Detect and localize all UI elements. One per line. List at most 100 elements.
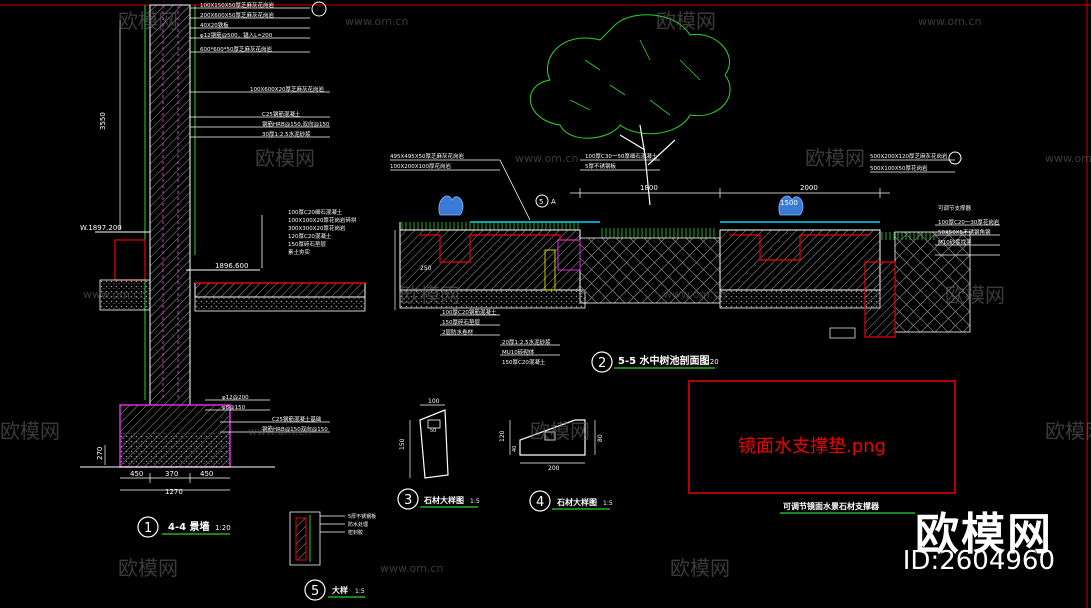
pool-note-r-3: 50X50X5不锈钢角钢 [938,228,991,236]
pool-marker-a-label: A [551,198,556,206]
watermark-brand: 欧模网 [805,146,865,170]
pool-dim-3: 2000 [800,184,818,192]
wall-note-4: φ12钢筋@500，锚入L=200 [200,31,273,39]
section4-title: 4-4 景墙 [168,520,210,533]
pool-dim-1: 250 [420,265,432,272]
section4-number: 1 [144,521,152,536]
pool-note-tm-1: 100厚C30一50厚细石混凝土 [585,152,658,160]
detail4-title: 石材大样图 [556,497,597,507]
wall-bottom-note-1: φ12@200 [222,395,249,401]
watermark-brand: 欧模网 [0,419,60,443]
small-tree-icon [778,195,804,216]
wall-section [80,4,366,491]
wall-note-2: 200X600X50厚芝麻灰花岗岩 [200,11,275,19]
pool-note-b-2: 150厚碎石垫层 [442,318,480,326]
stone-detail-4 [509,419,596,464]
watermark-site: www.om.cn [663,288,726,301]
watermark-brand: 欧模网 [670,556,730,580]
pool-note-tr-1: 500X200X120厚芝麻灰花岗岩 [870,152,948,160]
wall-note-5: 600*600*50厚芝麻灰花岗岩 [200,45,272,53]
wall-dim-1: 450 [130,470,143,478]
wall-bottom-note-3: C25钢筋混凝土基础 [272,415,322,423]
detail3-dim-2: 150 [399,438,406,450]
pool-marker-5 [535,194,549,208]
watermark-site: www.om.cn [248,425,311,438]
image-placeholder-box [688,380,956,494]
detail3-dim-1: 100 [428,398,440,405]
pool-note-r-4: M10砂浆找平 [938,238,972,246]
detail3-number: 3 [404,493,412,508]
small-tree-icon [438,195,464,216]
watermark-site: www.om.cn [345,15,408,28]
wall-dim-2: 370 [165,470,178,478]
detail5-number-circle [304,579,326,601]
pool-section [390,14,1000,356]
pool-marker-5-label: 5 [539,198,543,206]
wall-right-note-5: 150厚碎石垫层 [288,240,326,248]
detail5-note-3: 密封胶 [348,529,363,536]
pool-note-b-6: 150厚C20混凝土 [502,358,546,366]
wall-total-dim: 1270 [165,488,183,496]
pool-note-b-1: 100厚C20钢筋混凝土 [442,308,497,316]
pool-note-tl-2: 100X200X100厚花岗岩 [390,162,452,170]
watermark-brand: 欧模网 [255,146,315,170]
wall-mid-note-2: C25钢筋混凝土 [262,110,301,118]
pool-note-tm-2: 5厚不锈钢板 [585,162,616,170]
wall-dim-3: 450 [200,470,213,478]
pool-note-r-2: 100厚C20一30厚花岗岩 [938,218,1000,226]
watermark-brand: 欧模网 [400,283,460,307]
section55-number: 2 [598,356,606,371]
wall-bottom-note-2: φ8@150 [222,405,246,411]
image-placeholder-label: 镜面水支撑垫.png [738,436,886,457]
detail4-dim-2: 120 [499,430,506,442]
pool-note-b-3: 2层防水卷材 [442,328,473,336]
watermark-site: www.om.cn [1045,152,1091,165]
watermark-layer: 欧模网 www.om.cn 欧模网 www.om.cn 欧模网 www.om.c… [0,9,1091,580]
watermark-brand: 欧模网 [1045,419,1091,443]
detail3-title: 石材大样图 [423,495,464,505]
wall-level-mid: 1896.600 [215,262,248,270]
wall-right-note-6: 素土夯实 [288,248,311,256]
pool-dim-4: 1500 [780,199,798,207]
joint-detail-5 [289,511,345,566]
brand-logo: 欧模网 [915,509,1053,560]
watermark-site: www.om.cn [918,15,981,28]
section4-scale: 1:20 [215,524,231,532]
detail3-number-circle [397,488,419,510]
watermark-site: www.om.cn [83,288,146,301]
pool-note-b-4: 20厚1:2.5水泥砂浆 [502,338,551,346]
pool-dim-2: 1800 [640,184,658,192]
wall-mid-note-1: 100X600X20厚芝麻灰花岗岩 [250,85,325,93]
watermark-brand: 欧模网 [118,556,178,580]
detail5-number: 5 [311,584,319,599]
wall-note-1: 100X150X50厚芝麻灰花岗岩 [200,1,275,9]
detail5-note-1: 5厚不锈钢板 [348,513,376,520]
wall-right-note-2: 100X100X20厚花岗岩碎拼 [288,216,357,224]
wall-right-note-4: 120厚C20混凝土 [288,232,332,240]
detail4-dim-4: 80 [597,434,604,442]
pool-note-r-1: 可调节支撑器 [938,204,972,212]
wall-bottom-note-4: 钢筋HRB@150双向@150 [262,425,328,433]
section55-title: 5-5 水中树池剖面图 [618,354,710,367]
wall-callout-marker [311,1,327,17]
pool-note-b-5: MU10砖砌体 [502,348,535,356]
wall-level-top: W.1897.200 [80,224,122,232]
stone-detail-3 [409,404,449,479]
detail3-scale: 1:5 [470,498,480,505]
detail3-dim-3: 50 [430,428,436,434]
detail4-scale: 1:5 [603,500,613,507]
pool-note-tr-2: 500X100X50厚花岗岩 [870,164,928,172]
image-id: ID:2604960 [902,546,1055,576]
image-placeholder-caption: 可调节镜面水景石材支撑器 [783,501,880,511]
watermark-brand: 欧模网 [530,419,590,443]
watermark-site: www.om.cn [515,152,578,165]
section55-number-circle [591,351,613,373]
detail5-scale: 1:5 [355,588,365,595]
detail4-dim-3: 40 [512,446,518,452]
wall-mid-note-4: 30厚1:2.5水泥砂浆 [262,130,311,138]
tree-icon [529,14,731,206]
pool-note-tl-1: 495X495X50厚芝麻灰花岗岩 [390,152,465,160]
detail5-note-2: 防水处理 [348,521,368,528]
